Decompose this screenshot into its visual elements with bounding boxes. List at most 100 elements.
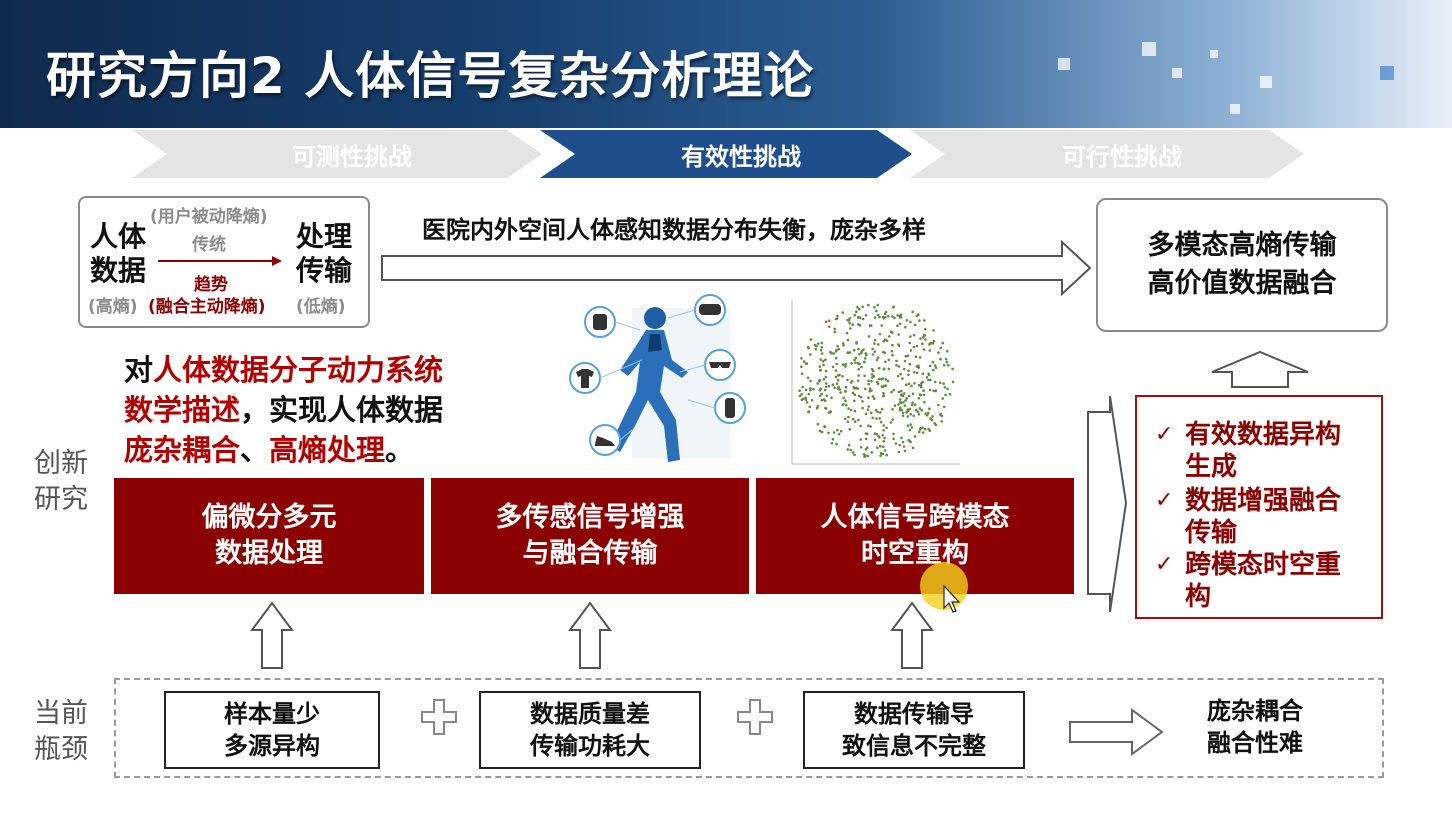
scatter-point bbox=[942, 382, 945, 385]
scatter-point bbox=[859, 395, 863, 399]
scatter-point bbox=[839, 429, 843, 433]
decor-square bbox=[1058, 58, 1070, 70]
scatter-point bbox=[889, 421, 893, 424]
scatter-point bbox=[912, 414, 915, 418]
scatter-point bbox=[861, 406, 864, 410]
scatter-point bbox=[800, 393, 803, 396]
scatter-point bbox=[919, 337, 922, 340]
hospital-data-statement: 医院内外空间人体感知数据分布失衡，庞杂多样 bbox=[422, 216, 926, 244]
scatter-point bbox=[871, 353, 875, 356]
scatter-point bbox=[922, 333, 926, 337]
research-box-cross-modal: 人体信号跨模态 时空重构 bbox=[756, 478, 1074, 594]
scatter-point bbox=[892, 305, 896, 309]
scatter-point bbox=[918, 356, 922, 359]
scatter-point bbox=[897, 333, 900, 336]
scatter-point bbox=[915, 314, 919, 318]
scatter-point bbox=[824, 369, 828, 373]
scatter-point bbox=[836, 379, 840, 382]
scatter-point bbox=[823, 399, 827, 403]
chevron-label: 有效性挑战 bbox=[681, 142, 801, 171]
scatter-point bbox=[920, 408, 924, 412]
scatter-point bbox=[834, 369, 838, 372]
scatter-point bbox=[890, 349, 894, 353]
up-arrow-target bbox=[1211, 350, 1309, 388]
scatter-point bbox=[865, 353, 868, 357]
scatter-point bbox=[867, 379, 870, 383]
data-label: 数据 bbox=[90, 254, 147, 287]
decor-square bbox=[1142, 42, 1156, 56]
decor-square bbox=[1210, 50, 1218, 58]
scatter-point bbox=[852, 417, 855, 421]
up-arrow-pde bbox=[250, 601, 294, 669]
bottleneck-frame bbox=[114, 678, 1384, 778]
scatter-point bbox=[829, 350, 832, 354]
scatter-point bbox=[859, 424, 862, 428]
scatter-point bbox=[876, 446, 879, 450]
scatter-point bbox=[900, 393, 904, 396]
scatter-point bbox=[882, 440, 886, 443]
scatter-point bbox=[824, 375, 828, 379]
scatter-point bbox=[853, 409, 857, 413]
scatter-point bbox=[906, 424, 910, 428]
scatter-point bbox=[907, 369, 910, 373]
scatter-point bbox=[831, 383, 835, 387]
scatter-point bbox=[886, 314, 890, 318]
scatter-point bbox=[860, 365, 863, 369]
scatter-point bbox=[917, 364, 920, 368]
scatter-point bbox=[942, 363, 946, 367]
scatter-point bbox=[913, 382, 916, 385]
bottleneck-line: 传输功耗大 bbox=[530, 732, 650, 760]
scatter-point bbox=[861, 317, 865, 321]
scatter-point bbox=[912, 345, 916, 349]
wearable-icons bbox=[569, 294, 746, 456]
scatter-point bbox=[841, 363, 845, 367]
entropy-arrow bbox=[158, 256, 282, 266]
trend-label: 趋势 bbox=[194, 275, 228, 295]
scatter-point bbox=[853, 399, 856, 403]
bottleneck-box-quality: 数据质量差 传输功耗大 bbox=[479, 691, 701, 769]
scatter-point bbox=[847, 443, 851, 447]
scatter-point bbox=[877, 366, 881, 370]
scatter-point bbox=[939, 346, 943, 350]
bottleneck-line: 数据质量差 bbox=[530, 700, 650, 728]
decor-square bbox=[1380, 66, 1394, 80]
scatter-point bbox=[856, 387, 859, 390]
scatter-point bbox=[827, 325, 831, 329]
scatter-point bbox=[820, 345, 823, 349]
scatter-point bbox=[809, 388, 812, 392]
scatter-point bbox=[894, 442, 898, 445]
scatter-point bbox=[851, 323, 854, 326]
scatter-point bbox=[947, 364, 950, 367]
scatter-point bbox=[922, 348, 926, 351]
scatter-point bbox=[927, 427, 930, 431]
scatter-point bbox=[809, 353, 812, 356]
scatter-point bbox=[832, 352, 835, 355]
scatter-point bbox=[878, 417, 881, 420]
scatter-point bbox=[899, 372, 902, 376]
scatter-point bbox=[846, 351, 849, 354]
scatter-point bbox=[909, 412, 912, 416]
passive-entropy-note: (用户被动降熵) bbox=[150, 207, 268, 227]
scatter-point bbox=[862, 348, 865, 352]
scatter-point bbox=[906, 415, 909, 418]
scatter-point bbox=[934, 423, 938, 427]
scatter-point bbox=[898, 322, 902, 326]
scatter-point bbox=[856, 316, 860, 319]
scatter-point bbox=[913, 435, 917, 438]
bottleneck-label-line: 瓶颈 bbox=[34, 734, 88, 765]
scatter-point bbox=[909, 440, 912, 444]
scatter-point bbox=[870, 411, 873, 415]
scatter-point bbox=[859, 438, 863, 441]
bottleneck-result: 庞杂耦合 融合性难 bbox=[1180, 695, 1330, 759]
scatter-point bbox=[941, 341, 945, 345]
scatter-point bbox=[848, 427, 852, 431]
scatter-point bbox=[843, 417, 847, 421]
scatter-point bbox=[870, 379, 873, 383]
scatter-point bbox=[901, 440, 905, 444]
goal-text: 对 bbox=[124, 353, 154, 387]
scatter-point bbox=[946, 387, 949, 391]
scatter-point bbox=[891, 408, 894, 411]
scatter-point bbox=[893, 404, 897, 407]
scatter-point bbox=[870, 367, 874, 371]
scatter-point bbox=[909, 335, 912, 338]
